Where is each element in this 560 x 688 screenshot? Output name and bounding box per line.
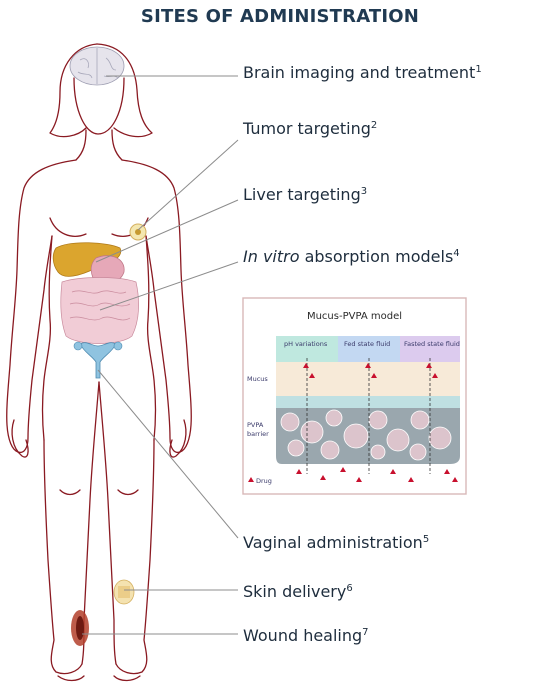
pvpa-label: PVPA: [247, 421, 264, 429]
label-in-vitro-models: In vitro absorption models4: [243, 247, 460, 266]
page-title: SITES OF ADMINISTRATION: [140, 6, 420, 27]
label-wound-healing: Wound healing7: [243, 626, 369, 645]
leader-tumor: [137, 139, 239, 231]
leader-invitro: [99, 261, 239, 311]
uterus-organ: [73, 341, 123, 379]
leader-liver: [95, 199, 239, 263]
label-liver-targeting: Liver targeting3: [243, 185, 368, 204]
mucus-pvpa-model: [242, 297, 467, 495]
label-brain-imaging: Brain imaging and treatment1: [243, 63, 482, 82]
drug-markers: [248, 363, 458, 482]
leader-lines: [82, 75, 239, 635]
brain-organ: [69, 46, 125, 86]
intestines-organ: [60, 277, 139, 344]
wound-marker: [71, 610, 89, 646]
ph-variations-label: pH variations: [284, 340, 328, 348]
label-skin-delivery: Skin delivery6: [243, 582, 353, 601]
female-body-outline: [6, 43, 192, 682]
model-title: Mucus-PVPA model: [306, 311, 403, 322]
mucus-layer-label: Mucus: [247, 375, 268, 383]
label-tumor-targeting: Tumor targeting2: [243, 119, 378, 138]
tumor-marker: [129, 223, 147, 241]
fed-state-label: Fed state fluid: [344, 340, 391, 348]
label-vaginal-administration: Vaginal administration5: [243, 533, 430, 552]
skin-patch: [113, 579, 135, 605]
fasted-state-label: Fasted state fluid: [404, 340, 460, 348]
drug-legend-label: Drug: [256, 477, 272, 485]
barrier-label: barrier: [247, 430, 269, 438]
leader-vaginal: [97, 369, 239, 539]
